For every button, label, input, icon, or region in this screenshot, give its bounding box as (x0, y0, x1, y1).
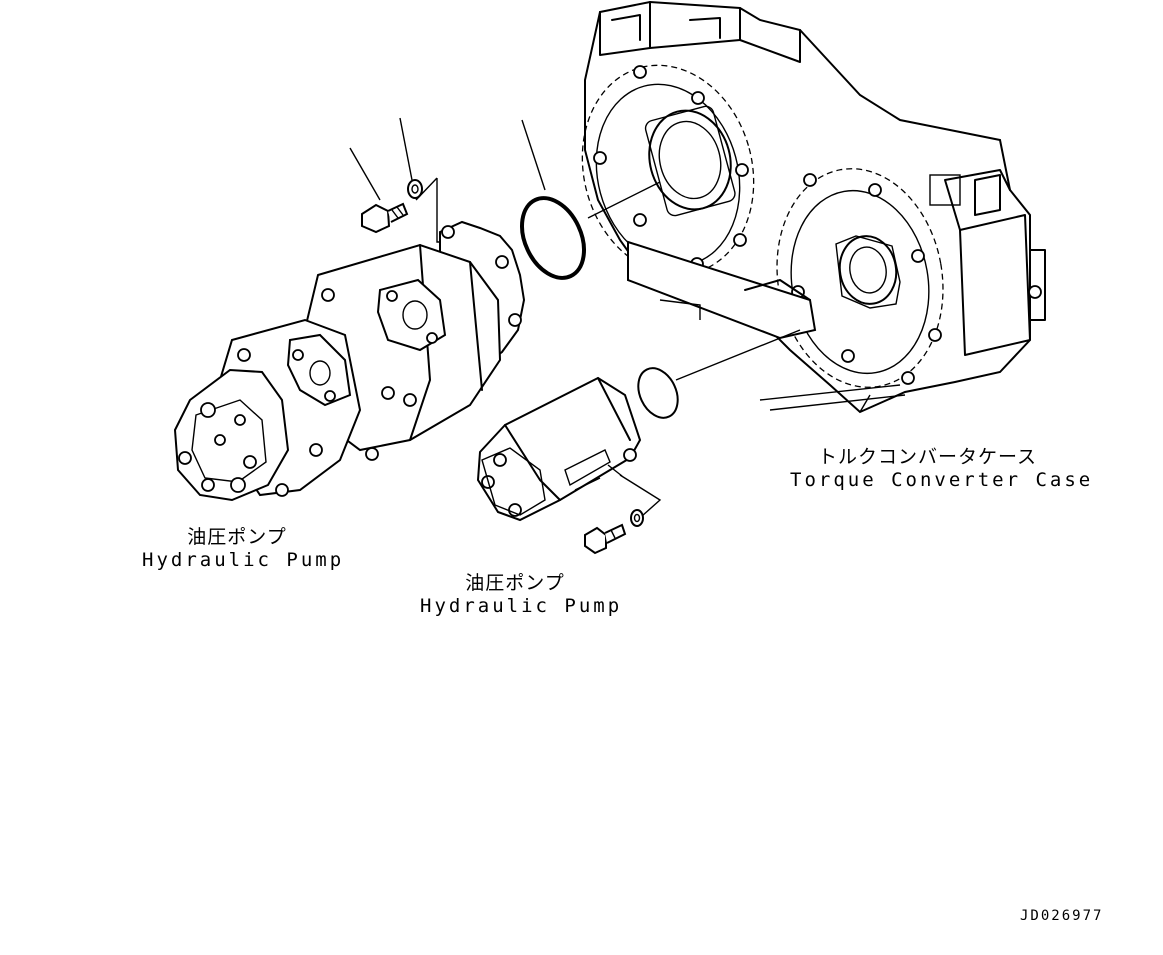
upper-washer (399, 117, 423, 199)
torque-converter-case (581, 0, 1046, 414)
upper-o-ring (520, 119, 661, 280)
main-pump-label-en: Hydraulic Pump (142, 549, 345, 571)
main-pump-label: 油圧ポンプ Hydraulic Pump (142, 522, 345, 571)
main-hydraulic-pump (173, 220, 526, 502)
lower-washer (630, 509, 644, 527)
torque-converter-label-jp: トルクコンバータケース (817, 446, 1038, 468)
small-pump-label-en: Hydraulic Pump (420, 595, 623, 617)
small-pump-label: 油圧ポンプ Hydraulic Pump (420, 568, 623, 617)
torque-converter-label-en: Torque Converter Case (790, 469, 1094, 491)
small-pump-label-jp: 油圧ポンプ (465, 572, 565, 594)
lower-bolt (584, 523, 627, 555)
main-pump-label-jp: 油圧ポンプ (187, 526, 287, 548)
drawing-id: JD026977 (1020, 908, 1104, 924)
small-hydraulic-pump (476, 376, 642, 522)
torque-converter-label: トルクコンバータケース Torque Converter Case (790, 442, 1094, 491)
lower-o-ring (637, 329, 801, 419)
upper-bolt (349, 147, 409, 234)
